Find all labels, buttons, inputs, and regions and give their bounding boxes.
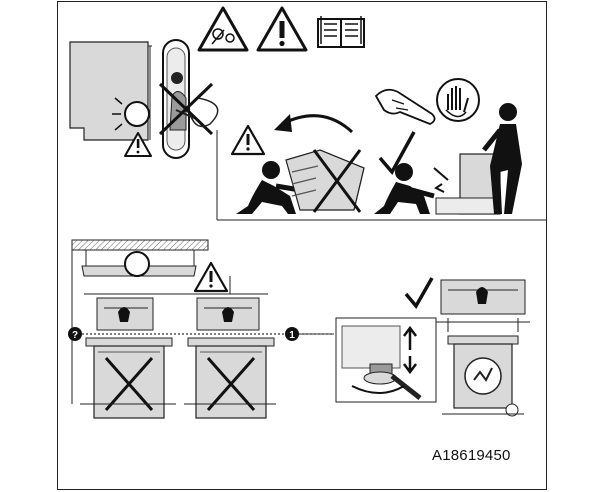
- appliance-side-view: [69, 41, 152, 141]
- wrong-level-machine-left: [80, 337, 176, 419]
- figure-code: A18619450: [432, 447, 511, 464]
- svg-text:1: 1: [289, 330, 295, 341]
- wear-gloves-icon: [436, 78, 480, 122]
- levelling-foot-detail: [335, 317, 437, 403]
- rotation-arrow-head: [274, 114, 292, 132]
- detail-box-left: [96, 297, 154, 331]
- injury-hazard-icon: [197, 6, 249, 52]
- read-manual-icon: [317, 16, 365, 48]
- correct-lifting-scene: [374, 103, 522, 215]
- countertop-overview: [71, 239, 268, 404]
- wrong-level-machine-right: [184, 337, 276, 419]
- warning-triangle-icon: [256, 6, 308, 52]
- marker-step-1: 1: [285, 327, 299, 341]
- panel-warning-triangle-icon: [230, 124, 266, 156]
- hinge-detail: [158, 39, 219, 159]
- level-correct-checkmark-icon: [404, 277, 434, 310]
- correct-checkmark-icon: [378, 131, 416, 176]
- lifting-panel: [216, 130, 546, 221]
- pointing-hand-icon: [374, 88, 436, 125]
- detail-box-right: [196, 297, 260, 331]
- small-warning-triangle-icon: [124, 132, 152, 157]
- correct-level-detail-box: [440, 279, 526, 315]
- correct-level-machine: [436, 318, 530, 417]
- svg-text:?: ?: [72, 330, 78, 341]
- mid-warning-triangle-icon: [193, 261, 229, 293]
- wrong-lifting-scene: [236, 149, 365, 214]
- marker-step-2: ?: [68, 327, 82, 341]
